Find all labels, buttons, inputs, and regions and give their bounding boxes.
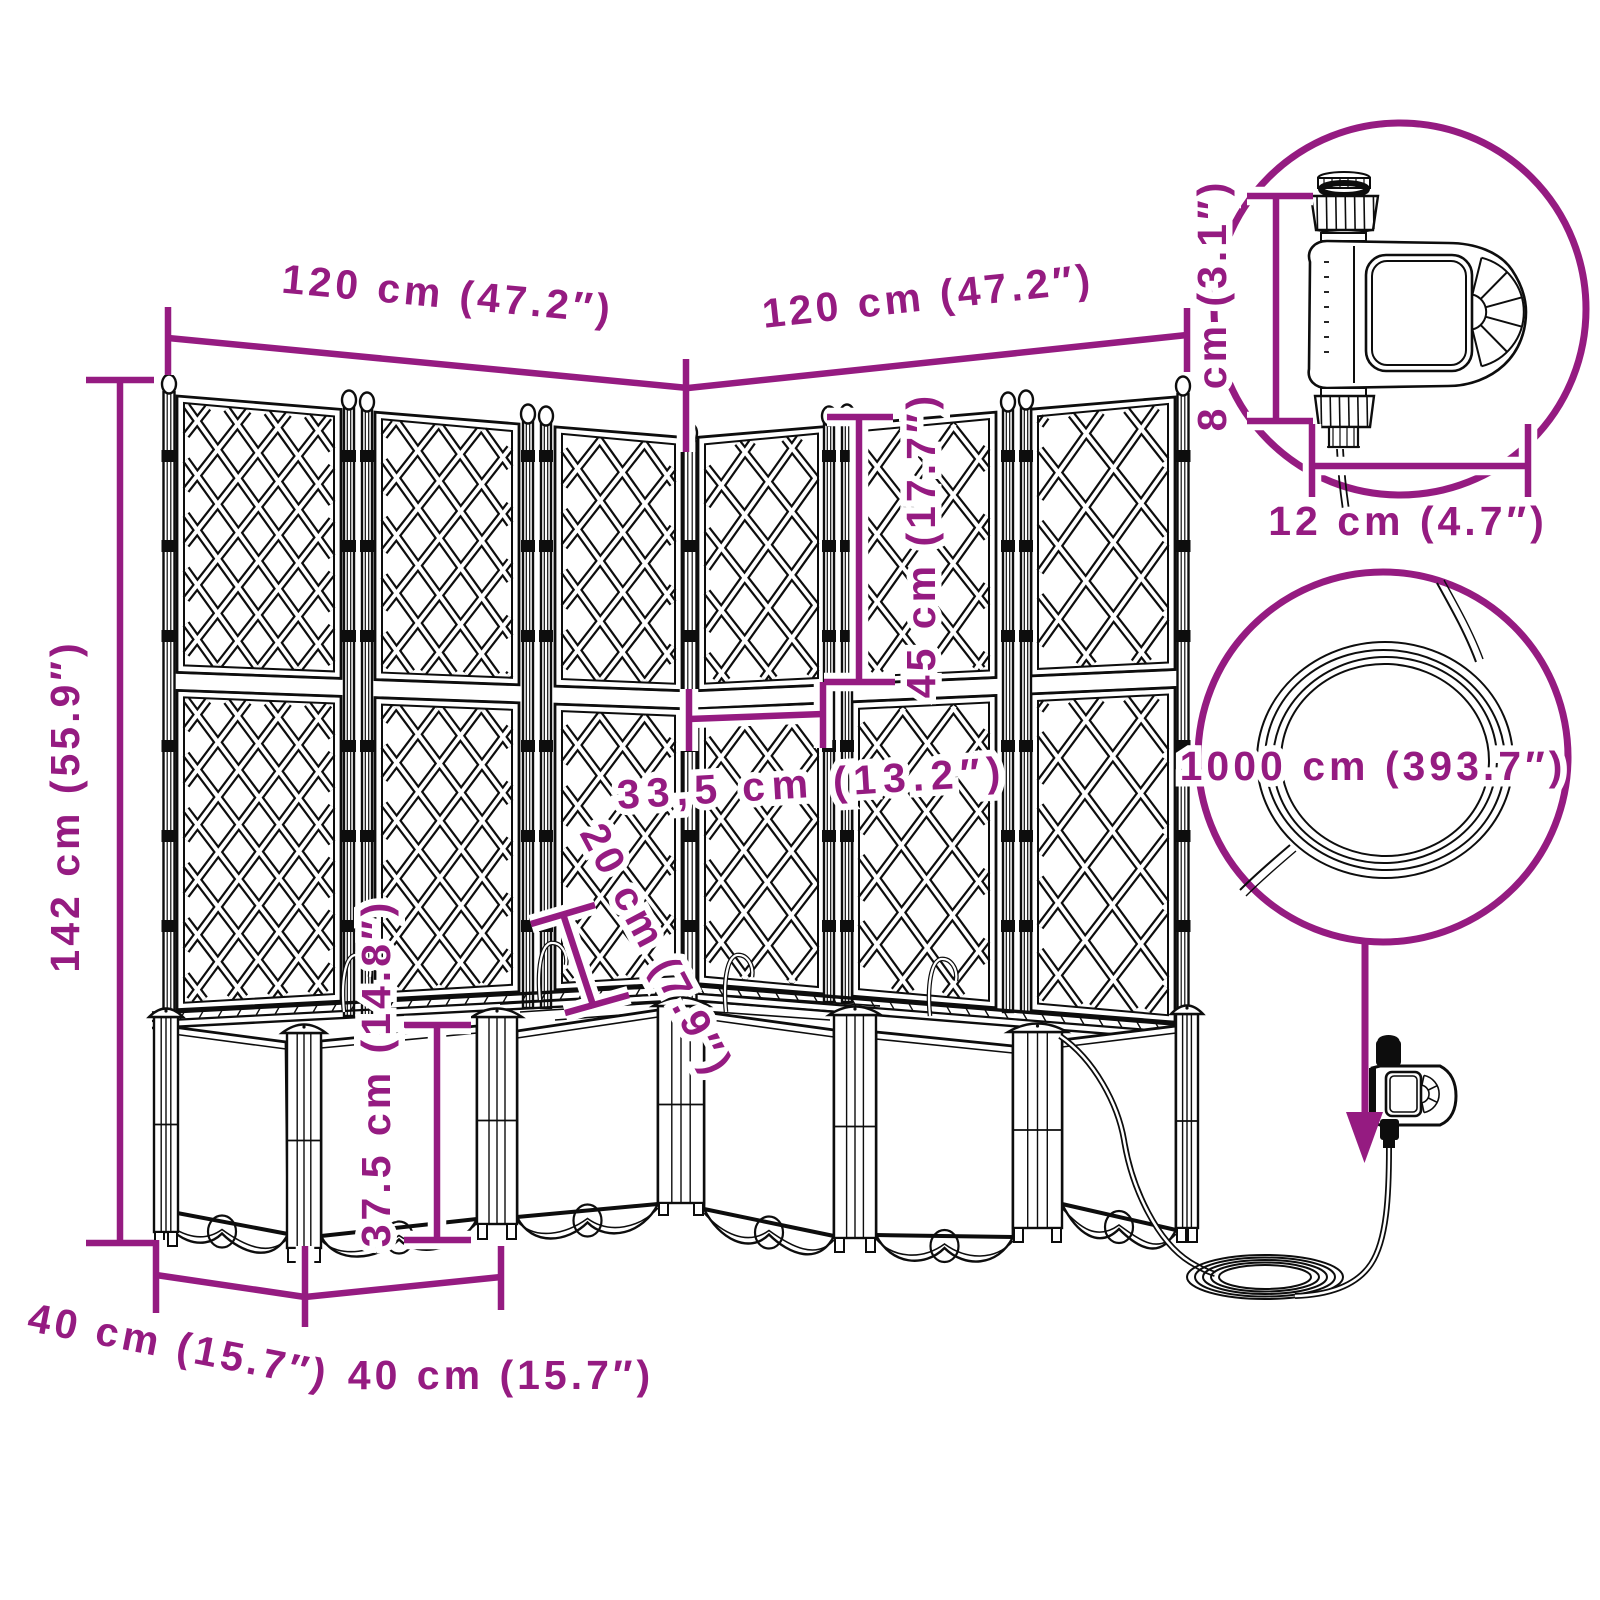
svg-text:37.5 cm (14.8″): 37.5 cm (14.8″)	[353, 899, 399, 1248]
svg-text:142 cm (55.9″): 142 cm (55.9″)	[42, 639, 88, 972]
svg-text:40 cm (15.7″): 40 cm (15.7″)	[348, 1352, 654, 1398]
svg-text:1000 cm (393.7″): 1000 cm (393.7″)	[1180, 743, 1567, 789]
svg-text:12 cm (4.7″): 12 cm (4.7″)	[1268, 498, 1548, 544]
svg-text:8 cm (3.1″): 8 cm (3.1″)	[1189, 179, 1235, 432]
svg-text:45 cm (17.7″): 45 cm (17.7″)	[898, 392, 944, 698]
